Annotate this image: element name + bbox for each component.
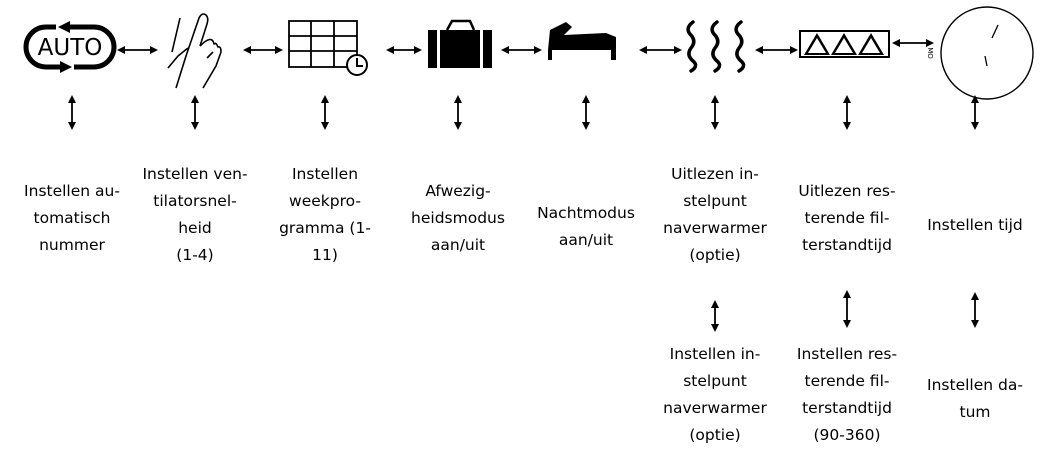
label-line: Nachtmodus [537, 204, 635, 222]
label-line: Uitlezen in- [671, 165, 759, 183]
label-line: aan/uit [558, 231, 614, 249]
label-night-mode: Nachtmodus aan/uit [526, 200, 646, 254]
label-date: Instellen da- tum [912, 372, 1038, 426]
label-line: gramma (1- [279, 219, 371, 237]
label-line: terende fil- [804, 209, 890, 227]
label-line: tilatorsnel- [153, 192, 237, 210]
hand-touch-icon [167, 13, 222, 89]
label-line: nummer [39, 236, 105, 254]
clock-icon: MO [926, 6, 1034, 100]
auto-cycle-icon: AUTO [23, 21, 117, 73]
label-line: tum [959, 403, 991, 421]
bed-icon [548, 22, 616, 60]
auto-label: AUTO [38, 35, 103, 61]
clock-day-label: MO [926, 47, 934, 59]
label-line: terende fil- [804, 372, 890, 390]
label-line: Instellen [291, 165, 359, 183]
label-heater-set: Instellen in- stelpunt naverwarmer (opti… [650, 341, 780, 449]
week-program-icon [288, 20, 368, 76]
label-heater-read: Uitlezen in- stelpunt naverwarmer (optie… [650, 161, 780, 269]
label-line: Afwezig- [425, 182, 491, 200]
label-line: weekpro- [289, 192, 361, 210]
label-fan-speed: Instellen ven- tilatorsnel- heid (1-4) [130, 161, 260, 269]
label-line: Instellen au- [24, 182, 120, 200]
label-line: terstandtijd [802, 399, 892, 417]
secondary-vertical-arrows [711, 290, 979, 332]
label-line: heidsmodus [411, 209, 505, 227]
label-filter-set: Instellen res- terende fil- terstandtijd… [782, 341, 912, 449]
label-line: Instellen tijd [927, 216, 1023, 234]
label-line: stelpunt [683, 372, 747, 390]
label-week-program: Instellen weekpro- gramma (1- 11) [264, 161, 386, 269]
label-line: (1-4) [176, 246, 214, 264]
label-time: Instellen tijd [912, 212, 1038, 239]
label-line: (optie) [689, 426, 741, 444]
label-line: tomatisch [33, 209, 111, 227]
label-line: Instellen res- [796, 345, 898, 363]
label-line: Instellen in- [669, 345, 761, 363]
label-line: heid [178, 219, 212, 237]
label-line: stelpunt [683, 192, 747, 210]
label-line: (optie) [689, 246, 741, 264]
label-line: naverwarmer [663, 219, 767, 237]
label-line: naverwarmer [663, 399, 767, 417]
label-line: Instellen ven- [142, 165, 248, 183]
label-line: 11) [312, 246, 338, 264]
heat-waves-icon [686, 20, 746, 73]
label-line: aan/uit [430, 236, 486, 254]
label-line: Uitlezen res- [798, 182, 896, 200]
suitcase-icon [428, 19, 492, 68]
label-line: (90-360) [813, 426, 881, 444]
label-filter-read: Uitlezen res- terende fil- terstandtijd [782, 178, 912, 259]
filter-icon [799, 30, 890, 58]
label-away-mode: Afwezig- heidsmodus aan/uit [398, 178, 518, 259]
label-line: terstandtijd [802, 236, 892, 254]
horizontal-arrows [117, 39, 934, 54]
vertical-arrows [68, 95, 979, 130]
label-auto: Instellen au- tomatisch nummer [2, 178, 142, 259]
label-line: Instellen da- [927, 376, 1023, 394]
